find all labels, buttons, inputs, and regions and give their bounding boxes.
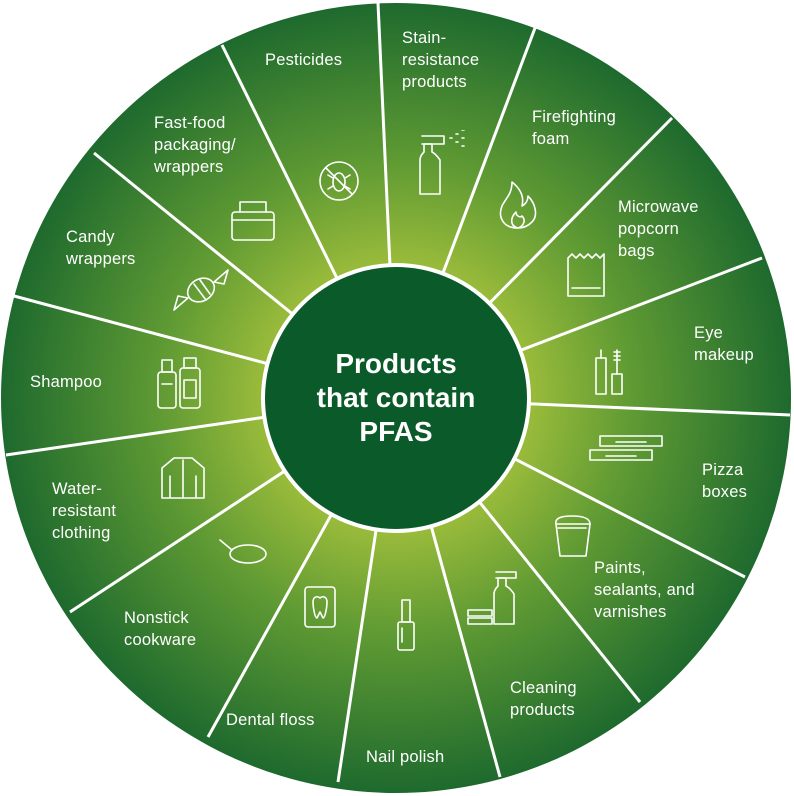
- center-circle: [261, 263, 531, 533]
- shampoo-bottles-icon: [154, 354, 204, 417]
- food-container-icon: [228, 196, 278, 249]
- label-cleaning-products: Cleaning products: [510, 679, 577, 719]
- popcorn-bag-icon: [564, 248, 608, 305]
- candy-icon: [168, 264, 234, 321]
- label-shampoo: Shampoo: [30, 373, 103, 391]
- label-dental-floss: Dental floss: [226, 711, 315, 729]
- nail-polish-icon: [394, 598, 418, 659]
- pizza-box-icon: [586, 432, 666, 469]
- paint-bucket-icon: [550, 514, 594, 565]
- label-nail-polish: Nail polish: [366, 748, 445, 766]
- flame-icon: [494, 176, 542, 237]
- bug-prohibited-icon: [316, 158, 362, 209]
- label-paints: Paints, sealants, and varnishes: [594, 559, 695, 621]
- label-fast-food: Fast-food packaging/ wrappers: [154, 114, 236, 176]
- label-firefighting-foam: Firefighting foam: [532, 108, 617, 148]
- label-microwave-popcorn: Microwave popcorn bags: [618, 198, 699, 260]
- label-stain-resistance: Stain- resistance products: [402, 29, 480, 91]
- label-nonstick-cookware: Nonstick cookware: [124, 609, 197, 649]
- spray-bottle-icon: [414, 129, 474, 205]
- label-pizza-boxes: Pizza boxes: [702, 461, 748, 501]
- label-pesticides: Pesticides: [265, 51, 343, 69]
- center-title: Products that contain PFAS: [316, 348, 476, 447]
- label-candy-wrappers: Candy wrappers: [66, 228, 136, 268]
- mascara-icon: [592, 346, 632, 403]
- label-eye-makeup: Eye makeup: [694, 324, 754, 364]
- frying-pan-icon: [216, 532, 270, 573]
- dental-floss-icon: [302, 584, 338, 635]
- jacket-icon: [158, 454, 208, 507]
- cleaning-spray-icon: [464, 568, 524, 633]
- label-water-resistant-clothing: Water- resistant clothing: [52, 480, 117, 542]
